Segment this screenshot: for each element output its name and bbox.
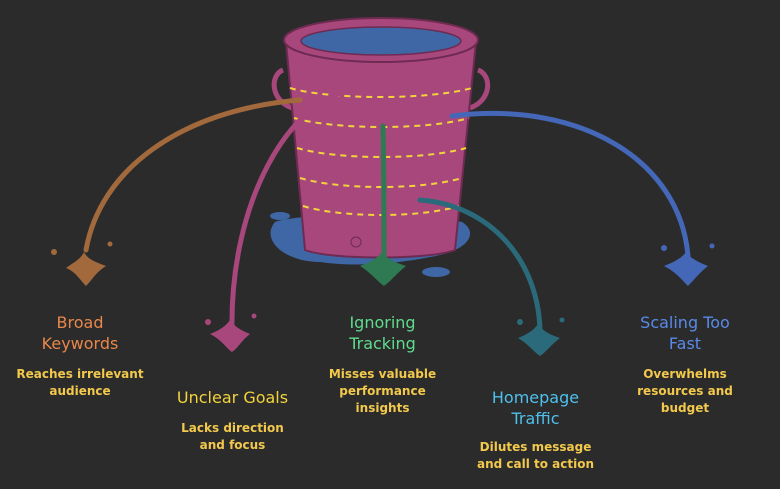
- desc-line: Misses valuable: [328, 367, 437, 381]
- desc-line: and call to action: [476, 457, 595, 471]
- leak-desc-ignoring: Misses valuable performance insights: [315, 366, 450, 417]
- leak-label-scaling-too-fast: Scaling Too Fast Overwhelms resources an…: [615, 312, 755, 417]
- title-line: Fast: [668, 334, 702, 353]
- leak-label-broad-keywords: Broad Keywords Reaches irrelevant audien…: [10, 312, 150, 400]
- desc-line: Reaches irrelevant: [16, 367, 144, 381]
- title-line: Keywords: [41, 334, 119, 353]
- leak-stream-homepage: [417, 197, 565, 356]
- leak-desc-broad: Reaches irrelevant audience: [10, 366, 150, 400]
- leak-label-homepage-traffic: Homepage Traffic Dilutes message and cal…: [463, 387, 608, 473]
- leak-title-ignoring: Ignoring Tracking: [315, 312, 450, 354]
- desc-line: Lacks direction: [181, 421, 284, 435]
- leak-title-broad: Broad Keywords: [10, 312, 150, 354]
- leak-label-unclear-goals: Unclear Goals Lacks direction and focus: [160, 387, 305, 454]
- title-line: Ignoring: [349, 313, 416, 332]
- leak-desc-unclear: Lacks direction and focus: [160, 420, 305, 454]
- desc-line: Dilutes message: [479, 440, 592, 454]
- title-line: Homepage: [491, 388, 580, 407]
- leak-stream-broad: [51, 97, 303, 286]
- title-line: Traffic: [511, 409, 560, 428]
- desc-line: audience: [49, 384, 111, 398]
- title-line: Tracking: [349, 334, 416, 353]
- leak-stream-unclear: [205, 87, 355, 352]
- desc-line: Overwhelms: [643, 367, 727, 381]
- leak-stream-ignoring: [360, 123, 406, 286]
- desc-line: insights: [355, 401, 410, 415]
- leak-title-homepage: Homepage Traffic: [463, 387, 608, 429]
- leak-desc-scaling: Overwhelms resources and budget: [615, 366, 755, 417]
- desc-line: and focus: [199, 438, 266, 452]
- leak-desc-homepage: Dilutes message and call to action: [463, 439, 608, 473]
- title-line: Broad: [56, 313, 104, 332]
- desc-line: resources and: [637, 384, 733, 398]
- title-line: Scaling Too: [640, 313, 730, 332]
- leak-label-ignoring-tracking: Ignoring Tracking Misses valuable perfor…: [315, 312, 450, 417]
- title-line: Unclear Goals: [176, 388, 289, 407]
- desc-line: budget: [660, 401, 710, 415]
- leak-stream-scaling: [449, 110, 715, 286]
- leak-title-unclear: Unclear Goals: [160, 387, 305, 408]
- leak-title-scaling: Scaling Too Fast: [615, 312, 755, 354]
- desc-line: performance: [339, 384, 426, 398]
- leaking-bucket-icon: [271, 17, 490, 259]
